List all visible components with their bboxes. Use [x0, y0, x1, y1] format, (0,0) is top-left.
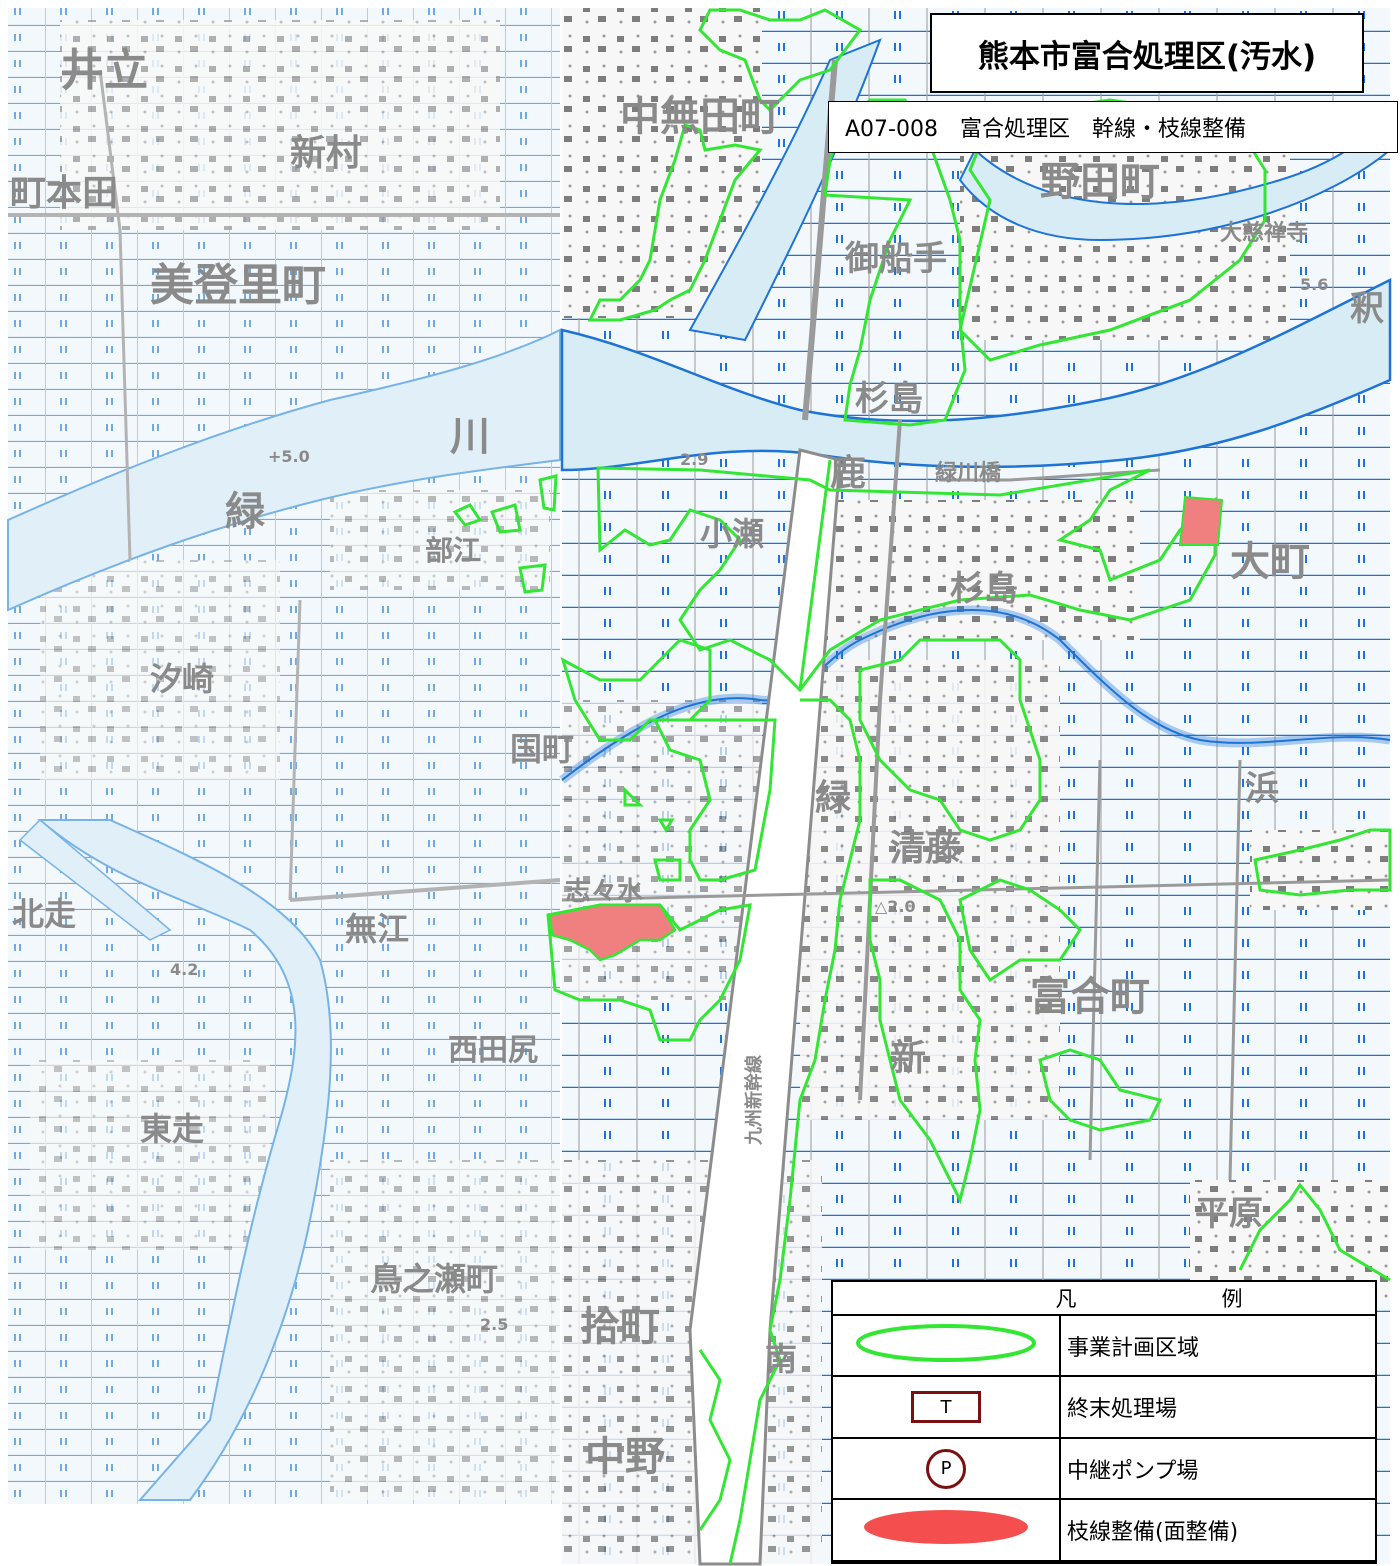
legend-row-plan-area: 事業計画区域 [831, 1313, 1377, 1378]
legend-label: 事業計画区域 [1059, 1313, 1377, 1378]
map-label: 美登里町 [150, 260, 326, 311]
map-label: 野田町 [1040, 159, 1160, 205]
map-label: 平原 [1195, 1194, 1263, 1234]
red-ellipse-icon [864, 1510, 1028, 1545]
map-label: 志々水 [565, 877, 644, 907]
treatment-plant-icon: T [911, 1391, 981, 1424]
map-label: 小瀬 [700, 515, 764, 553]
legend-label: 終末処理場 [1059, 1375, 1377, 1439]
map-label: 新村 [290, 133, 362, 174]
map-label: 釈 [1350, 289, 1384, 329]
map-label: 清藤 [890, 828, 962, 869]
map-label: 中野 [585, 1434, 665, 1480]
map-label: 4.2 [170, 960, 198, 979]
map-label: 中無田町 [620, 94, 780, 140]
map-label: 川 [450, 414, 490, 460]
map-label: 新 [890, 1038, 926, 1079]
map-label: 国町 [510, 730, 574, 768]
legend-header-left: 凡 [1055, 1286, 1077, 1311]
left-map-sheet [7, 8, 561, 1504]
map-label: 緑川橋 [935, 460, 1002, 486]
map-subtitle: A07-008 富合処理区 幹線・枝線整備 [828, 101, 1398, 153]
map-label: 九州新幹線 [743, 1055, 765, 1146]
map-label: 2.9 [680, 450, 708, 469]
map-label: 2.5 [480, 1315, 508, 1334]
legend-label: 枝線整備(面整備) [1059, 1498, 1377, 1562]
pump-station-icon: P [926, 1448, 966, 1489]
map-label: 大慈禅寺 [1220, 220, 1308, 246]
map-label: 杉島 [950, 569, 1018, 609]
map-label: 富合町 [1030, 974, 1150, 1020]
map-label: +5.0 [268, 447, 310, 466]
map-label: 汐崎 [150, 660, 214, 698]
map-label: 鳥之瀬町 [370, 1260, 498, 1298]
plan-area-outlines [452, 8, 1392, 1565]
map-label: 無江 [345, 910, 409, 948]
legend-header-right: 例 [1221, 1286, 1243, 1311]
map-label: 御船手 [844, 239, 947, 279]
map-label: 5.6 [1300, 275, 1328, 294]
map-label: 鹿 [830, 453, 866, 494]
legend: 凡 例 事業計画区域 T 終末処理場 P 中継ポンプ場 枝線整備(面整備) [831, 1280, 1377, 1562]
map-label: 南 [765, 1340, 797, 1378]
legend-row-pump-station: P 中継ポンプ場 [831, 1436, 1377, 1501]
legend-label: 中継ポンプ場 [1059, 1436, 1377, 1501]
legend-row-branch-development: 枝線整備(面整備) [831, 1498, 1377, 1562]
map-label: 部江 [425, 534, 481, 567]
map-label: 杉島 [855, 379, 923, 419]
map-title: 熊本市富合処理区(汚水) [930, 13, 1364, 93]
branch-development-areas [548, 495, 1224, 962]
map-label: 町本田 [10, 173, 118, 214]
map-place-labels: 井立 新村 町本田 美登里町 川 緑 +5.0 部江 汐崎 北走 無江 東走 西… [10, 45, 1384, 1480]
map-label: 大町 [1230, 539, 1310, 585]
map-label: 東走 [140, 1110, 204, 1148]
green-ellipse-icon [856, 1323, 1036, 1362]
map-label: 拾町 [580, 1304, 660, 1350]
legend-bottom-rule [831, 1562, 1377, 1564]
map-label: 井立 [60, 45, 148, 96]
map-label: 北走 [12, 895, 76, 933]
map-label: 緑 [815, 778, 852, 819]
map-label: △2.0 [875, 897, 916, 916]
legend-row-treatment-plant: T 終末処理場 [831, 1375, 1377, 1439]
legend-header: 凡 例 [831, 1280, 1377, 1316]
map-label: 浜 [1245, 769, 1279, 809]
map-label: 西田尻 [448, 1033, 538, 1068]
map-label: 緑 [225, 489, 266, 535]
